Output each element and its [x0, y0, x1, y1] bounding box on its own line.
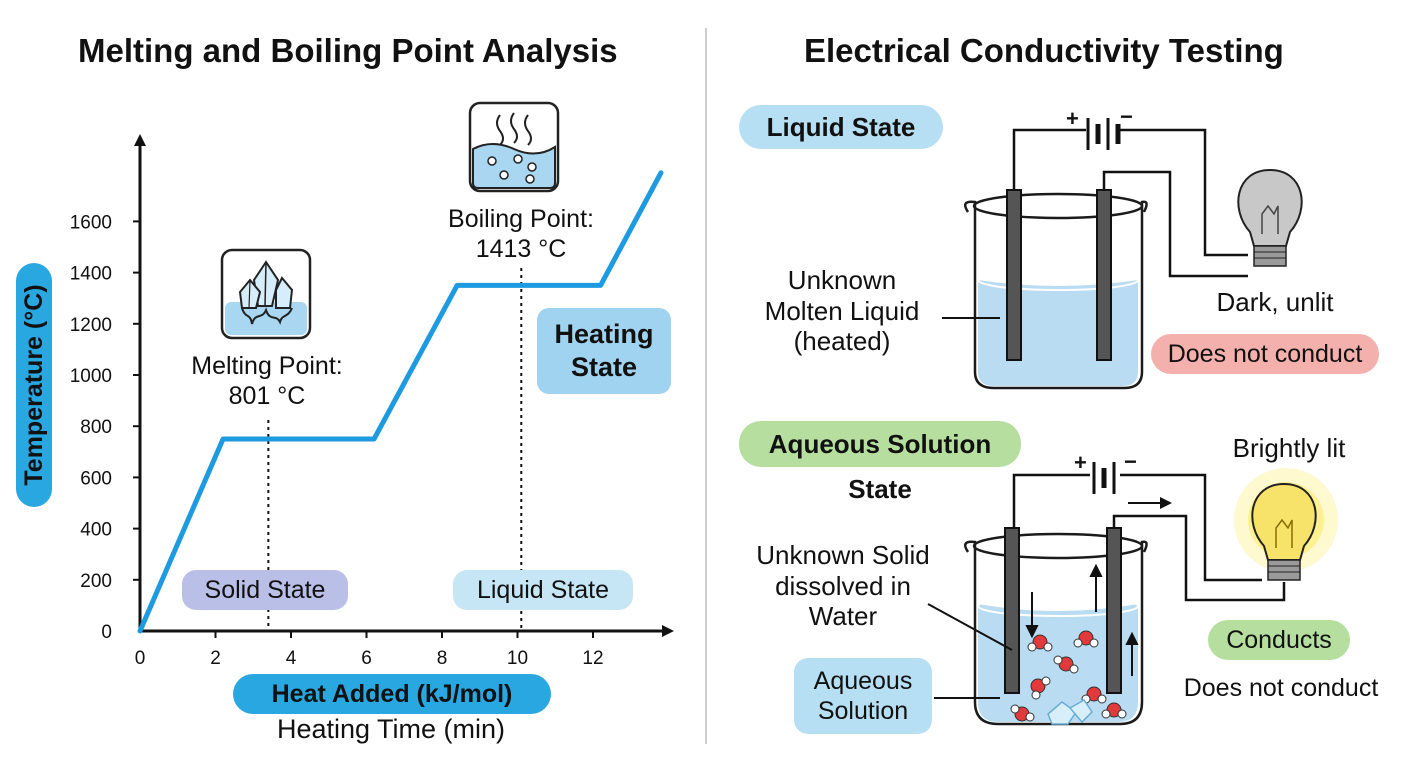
x-axis-label: Heat Added (kJ/mol) — [233, 674, 551, 714]
boiling-water-icon — [468, 101, 560, 193]
top-right-electrode — [1096, 189, 1112, 361]
dissolving-crystals — [1047, 699, 1093, 725]
chart-title: Melting and Boiling Point Analysis — [78, 32, 618, 69]
y-tick-label: 200 — [80, 571, 112, 592]
aqueous-solution-line-2: Solution — [817, 697, 909, 725]
dark-unlit-label: Dark, unlit — [1216, 287, 1334, 317]
x-tick-label: 0 — [135, 648, 146, 669]
liquid-state-region-badge: Liquid State — [453, 570, 633, 610]
brightly-lit-label: Brightly lit — [1232, 433, 1346, 463]
y-tick-label: 400 — [80, 520, 112, 541]
x-axis-secondary-label: Heating Time (min) — [276, 714, 506, 744]
bottom-battery-icon — [1092, 462, 1116, 494]
lit-bulb-icon — [1234, 468, 1338, 581]
x-tick-label: 12 — [582, 648, 603, 669]
solution-pointers — [927, 603, 1013, 699]
y-tick-label: 800 — [80, 417, 112, 438]
solid-label-line-1: Unknown Solid — [756, 540, 930, 570]
y-tick-label: 1200 — [70, 315, 112, 336]
aqueous-state-label: State — [848, 474, 912, 504]
melting-label-line-2: 801 °C — [228, 381, 306, 410]
ion-flow-arrows — [1025, 563, 1139, 676]
bottom-left-electrode — [1004, 527, 1020, 694]
conducts-badge: Conducts — [1208, 620, 1350, 660]
top-left-electrode — [1006, 189, 1022, 361]
bottom-circuit-wires — [1012, 473, 1286, 602]
heating-state-line-2: State — [570, 352, 638, 382]
x-tick-label: 4 — [286, 648, 297, 669]
liquid-state-badge: Liquid State — [739, 105, 943, 149]
top-battery-icon — [1086, 118, 1121, 150]
solid-state-badge: Solid State — [182, 570, 348, 610]
conductivity-title: Electrical Conductivity Testing — [804, 32, 1284, 69]
solid-label-line-2: dissolved in — [775, 570, 911, 601]
ice-crystal-icon — [220, 248, 312, 340]
top-battery-minus: − — [1120, 104, 1133, 129]
aqueous-solution-line-1: Aqueous — [813, 666, 913, 695]
y-tick-label: 1600 — [70, 212, 112, 233]
bottom-battery-minus: − — [1124, 449, 1137, 474]
solid-label-line-3: Water — [808, 601, 878, 632]
panel-divider — [705, 28, 707, 744]
aqueous-solution-badge: Aqueous Solution — [794, 658, 932, 734]
melting-label-line-1: Melting Point: — [191, 352, 343, 380]
y-tick-label: 1000 — [70, 366, 112, 387]
molten-label-line-1: Unknown — [787, 265, 897, 295]
current-arrow — [1128, 497, 1172, 509]
x-tick-label: 2 — [210, 648, 221, 669]
y-tick-label: 0 — [101, 622, 112, 643]
molten-liquid-label: Unknown Molten Liquid (heated) — [744, 265, 940, 357]
bottom-battery-plus: + — [1074, 450, 1087, 475]
top-battery-plus: + — [1066, 106, 1079, 131]
boiling-label-line-2: 1413 °C — [475, 234, 567, 263]
molten-label-line-2: Molten Liquid — [764, 295, 920, 326]
molten-label-line-3: (heated) — [793, 326, 891, 357]
melting-point-label: Melting Point: 801 °C — [166, 352, 368, 411]
water-molecules — [1010, 630, 1127, 722]
y-tick-label: 600 — [80, 468, 112, 489]
does-not-conduct-badge: Does not conduct — [1151, 334, 1379, 374]
dissolved-solid-label: Unknown Solid dissolved in Water — [740, 540, 946, 632]
y-tick-label: 1400 — [70, 264, 112, 285]
top-circuit-wires — [1012, 128, 1248, 278]
heating-curve-line — [137, 170, 664, 634]
bottom-right-electrode — [1106, 527, 1122, 694]
top-beaker — [963, 192, 1148, 390]
x-tick-label: 10 — [507, 648, 528, 669]
does-not-conduct-text: Does not conduct — [1183, 674, 1379, 702]
x-tick-label: 8 — [437, 648, 448, 669]
boiling-point-label: Boiling Point: 1413 °C — [421, 205, 621, 264]
heating-state-line-1: Heating — [554, 319, 654, 350]
x-tick-label: 6 — [361, 648, 372, 669]
heating-state-badge: Heating State — [537, 308, 671, 394]
unlit-bulb-icon — [1237, 168, 1303, 267]
boiling-label-line-1: Boiling Point: — [448, 205, 594, 233]
aqueous-solution-state-badge: Aqueous Solution — [739, 421, 1021, 467]
